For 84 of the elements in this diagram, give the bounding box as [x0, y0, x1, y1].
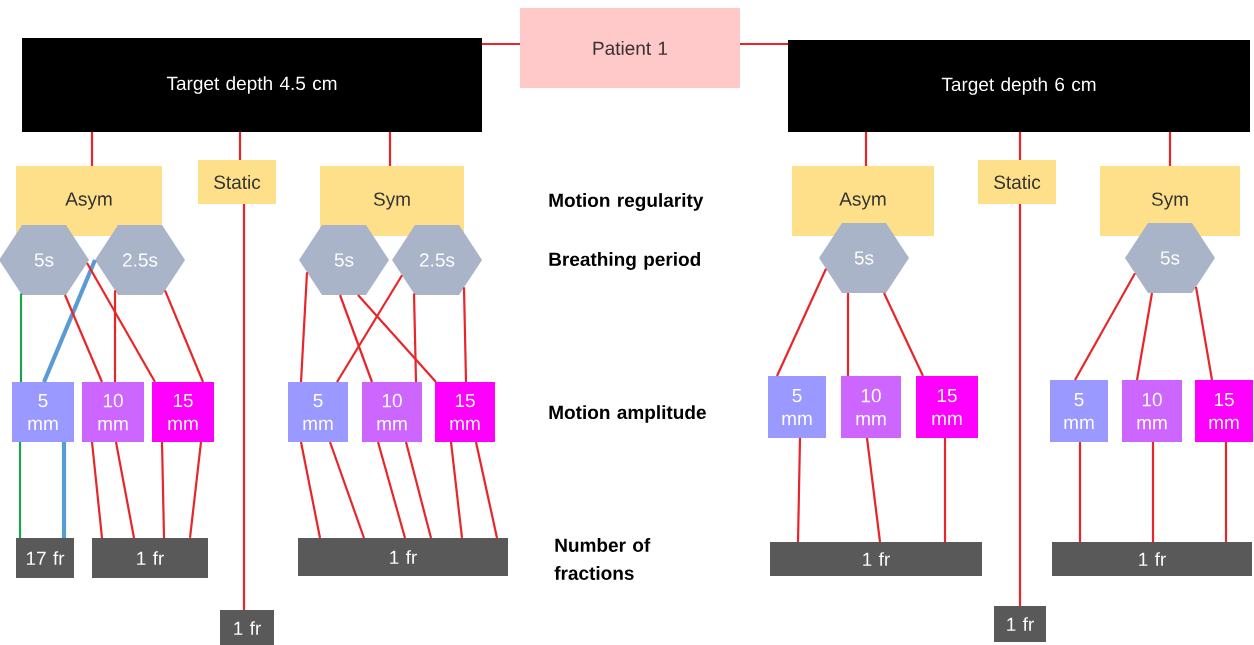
connector-line — [846, 293, 850, 376]
patient-box: Patient 1 — [520, 8, 740, 88]
amplitude-box: 5 mm — [288, 382, 348, 442]
connector-line — [883, 292, 924, 377]
depth-box: Target depth 4.5 cm — [22, 38, 482, 132]
connector-line — [943, 438, 947, 542]
amplitude-box: 5 mm — [768, 376, 826, 438]
connector-line — [776, 268, 827, 377]
connector-line — [64, 294, 104, 383]
amplitude-box: 10 mm — [1122, 380, 1182, 442]
amplitude-box: 10 mm — [841, 376, 901, 438]
amplitude-box: 15 mm — [1195, 380, 1253, 442]
connector-line — [1151, 442, 1155, 542]
fraction-box: 1 fr — [220, 610, 274, 645]
row-label: Breathing period — [549, 252, 700, 270]
row-label: Motion amplitude — [549, 405, 706, 423]
connector-line — [474, 441, 499, 539]
connector-line — [388, 132, 392, 166]
period-hexagon: 2.5s — [392, 225, 482, 295]
connector-line — [482, 42, 520, 46]
connector-line — [242, 204, 246, 610]
connector-line — [449, 441, 464, 539]
connector-line — [299, 272, 309, 383]
connector-line — [1135, 292, 1154, 381]
connector-line — [86, 262, 156, 383]
connector-line — [18, 442, 22, 538]
period-hexagon: 5s — [299, 225, 389, 295]
connector-line — [412, 293, 418, 383]
amplitude-box: 10 mm — [362, 382, 422, 442]
connector-line — [164, 289, 205, 383]
regularity-box: Sym — [320, 166, 464, 236]
connector-line — [376, 441, 407, 539]
amplitude-box: 15 mm — [152, 382, 214, 442]
depth-box: Target depth 6 cm — [788, 40, 1250, 132]
period-hexagon: 5s — [819, 223, 909, 293]
connector-line — [1018, 132, 1022, 160]
connector-line — [328, 441, 366, 539]
connector-line — [238, 132, 242, 160]
connector-line — [19, 293, 23, 382]
fraction-box: 1 fr — [298, 538, 508, 576]
amplitude-box: 10 mm — [82, 382, 144, 442]
amplitude-box: 5 mm — [12, 382, 74, 442]
connector-line — [1194, 286, 1214, 381]
connector-line — [1078, 442, 1082, 542]
connector-line — [113, 290, 117, 382]
row-label: Motion regularity — [549, 193, 704, 211]
connector-line — [740, 42, 788, 46]
amplitude-box: 5 mm — [1050, 380, 1108, 442]
row-label: Number of fractions — [554, 538, 651, 580]
connector-line — [336, 274, 403, 383]
connector-line — [90, 441, 104, 539]
regularity-box: Static — [198, 160, 276, 204]
regularity-box: Asym — [16, 166, 162, 236]
connector-line — [357, 294, 437, 383]
connector-line — [796, 437, 802, 542]
connector-line — [42, 259, 97, 383]
fraction-box: 1 fr — [1052, 542, 1252, 576]
connector-line — [864, 132, 868, 166]
connector-line — [338, 294, 374, 383]
connector-line — [61, 442, 67, 538]
fraction-box: 1 fr — [92, 538, 208, 578]
fraction-box: 17 fr — [16, 538, 74, 578]
fraction-box: 1 fr — [994, 606, 1046, 642]
connector-line — [865, 437, 882, 543]
connector-line — [1224, 442, 1228, 542]
fraction-box: 1 fr — [770, 542, 982, 576]
connector-line — [160, 441, 166, 538]
regularity-box: Sym — [1100, 166, 1240, 236]
connector-line — [1018, 204, 1022, 606]
connector-line — [188, 441, 203, 539]
amplitude-box: 15 mm — [435, 382, 495, 442]
period-hexagon: 5s — [0, 225, 89, 295]
regularity-box: Static — [978, 160, 1056, 204]
period-hexagon: 5s — [1125, 223, 1215, 293]
period-hexagon: 2.5s — [95, 225, 185, 295]
connector-line — [404, 441, 433, 539]
connector-line — [299, 441, 322, 539]
connector-line — [114, 441, 136, 539]
connector-line — [90, 132, 94, 166]
connector-line — [462, 287, 468, 383]
connector-line — [1074, 272, 1136, 381]
amplitude-box: 15 mm — [916, 376, 978, 438]
connector-line — [1168, 132, 1172, 166]
regularity-box: Asym — [792, 166, 934, 236]
